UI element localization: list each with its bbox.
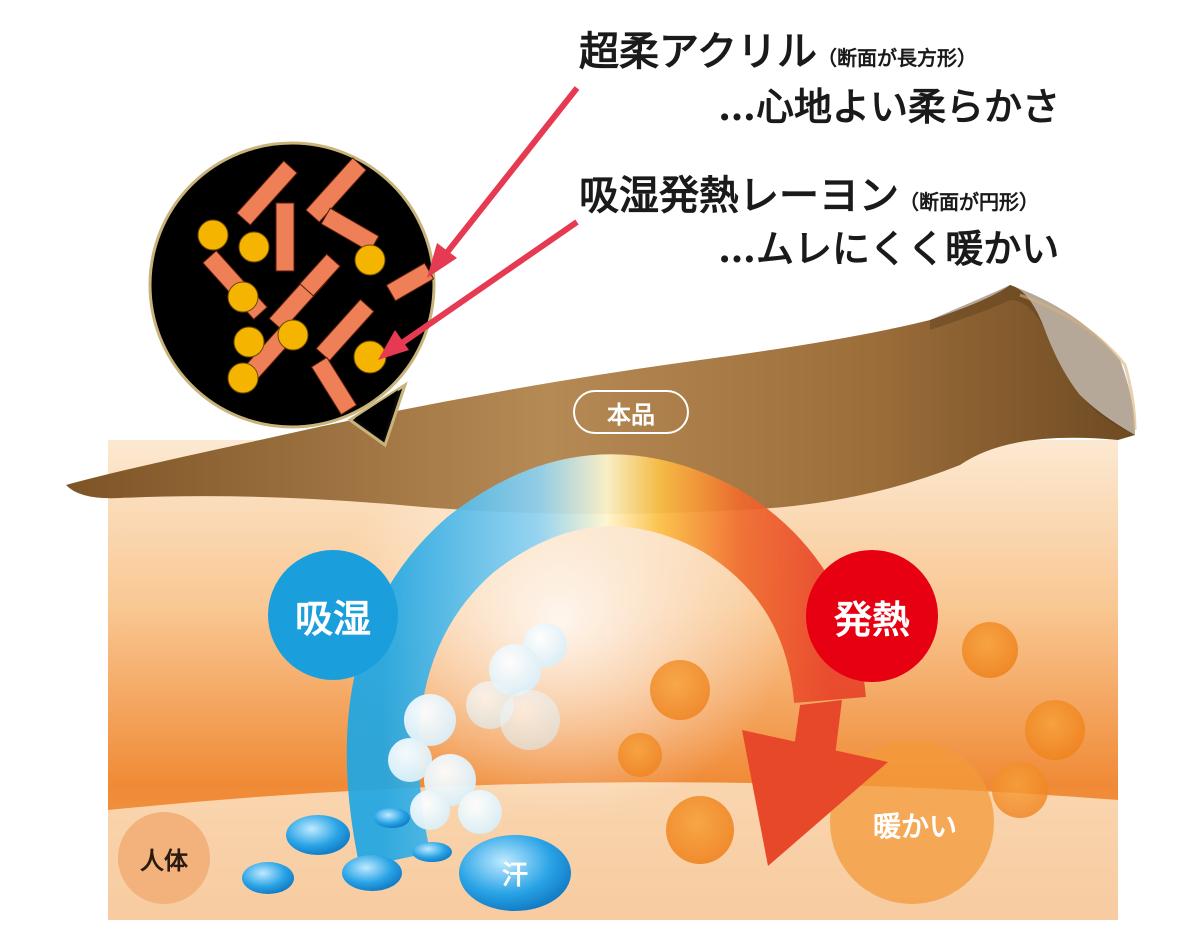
sweat-label: 汗	[501, 860, 528, 891]
warm-label: 暖かい	[872, 810, 957, 843]
acrylic-heading: 超柔アクリル（断面が長方形）	[579, 28, 977, 82]
rayon-title: 吸湿発熱レーヨン	[579, 172, 899, 219]
rayon-benefit: …ムレにくく暖かい	[718, 226, 1060, 271]
rayon-heading: 吸湿発熱レーヨン（断面が円形）	[579, 172, 1039, 226]
absorb-badge: 吸湿	[268, 550, 398, 680]
rayon-note: （断面が円形）	[899, 190, 1039, 214]
acrylic-note: （断面が長方形）	[817, 46, 977, 70]
heat-badge: 発熱	[806, 550, 938, 682]
acrylic-benefit: …心地よい柔らかさ	[718, 84, 1061, 129]
acrylic-title: 超柔アクリル	[579, 28, 817, 75]
magnifier-bubble	[148, 141, 436, 448]
body-label: 人体	[118, 812, 210, 904]
product-label: 本品	[573, 390, 689, 434]
pointer-arrows	[378, 86, 580, 360]
